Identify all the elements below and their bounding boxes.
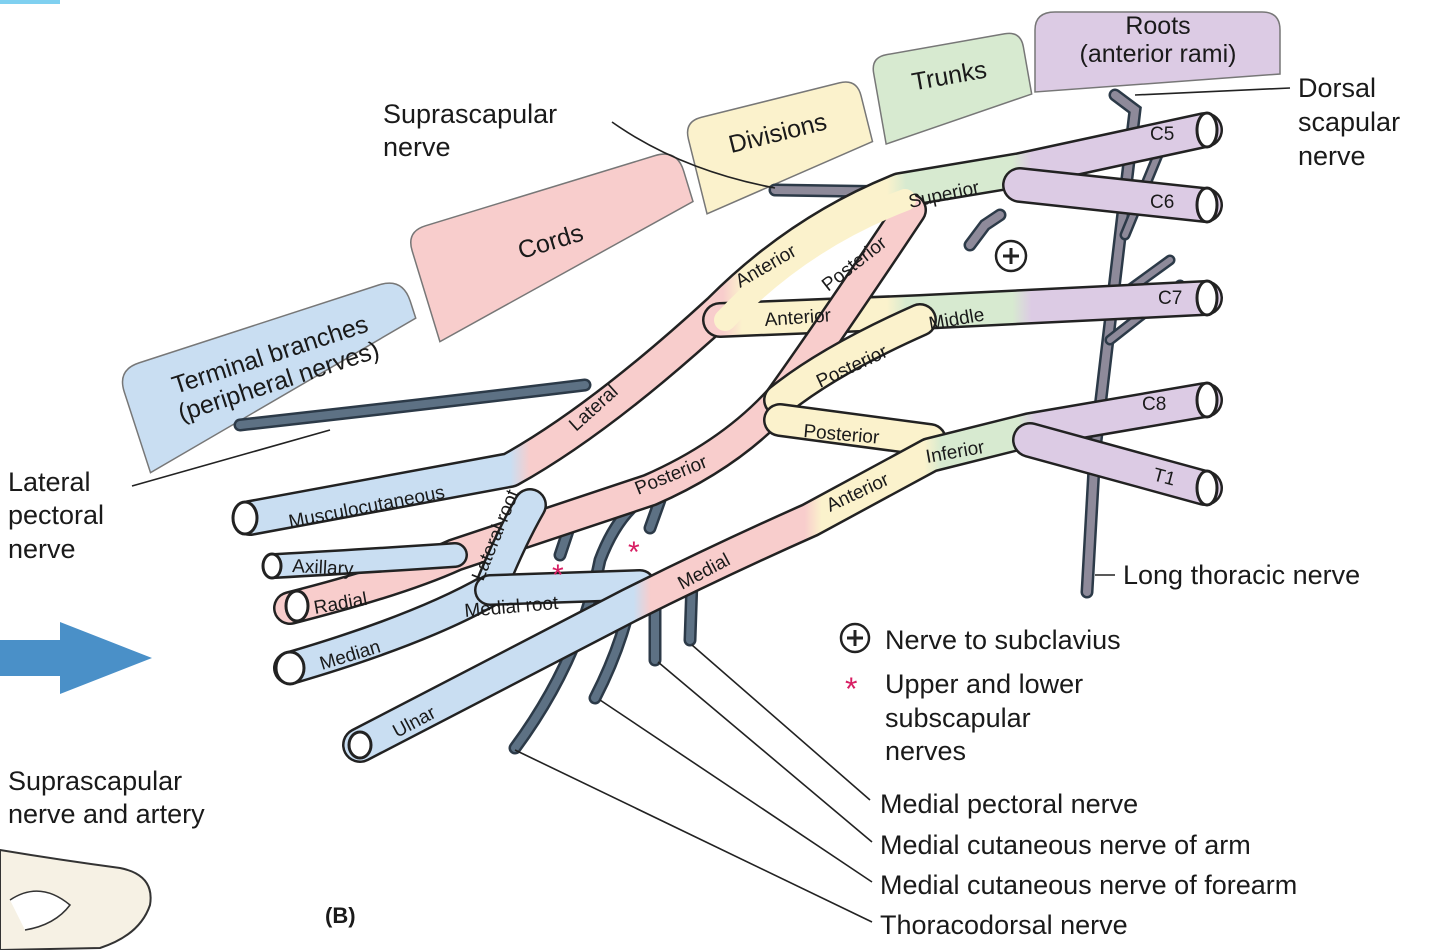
svg-text:Suprascapular: Suprascapular [383, 99, 557, 129]
legend-subclavius: Nerve to subclavius [885, 625, 1121, 655]
subscapular-markers: * * [552, 536, 640, 592]
root-c6: C6 [1150, 192, 1174, 213]
svg-text:scapular: scapular [1298, 107, 1400, 137]
lateral-pectoral-label: Lateral pectoral nerve [8, 467, 104, 564]
root-c7: C7 [1158, 288, 1182, 309]
label-thoracodorsal: Thoracodorsal nerve [880, 910, 1128, 940]
header-roots: Roots (anterior rami) [1034, 11, 1281, 93]
figure-label: (B) [325, 903, 356, 928]
pointer-arrow-icon [0, 622, 152, 694]
leader-lines [131, 87, 1291, 923]
header-roots-line1: Roots [1125, 12, 1190, 40]
svg-text:Lateral: Lateral [8, 467, 91, 497]
legend-subscapular-line1: Upper and lower [885, 669, 1083, 699]
header-roots-line2: (anterior rami) [1080, 40, 1237, 68]
div-anterior-middle: Anterior [764, 305, 833, 331]
legend-subscapular-line2: subscapular [885, 703, 1031, 733]
legend: Nerve to subclavius * Upper and lower su… [839, 622, 1121, 766]
bottom-labels: Medial pectoral nerve Medial cutaneous n… [880, 789, 1297, 940]
dorsal-scapular-label: Dorsal scapular nerve [1298, 73, 1400, 171]
header-cords: Cords [410, 153, 694, 343]
star-icon: * [845, 671, 857, 707]
header-divisions: Divisions [686, 81, 874, 215]
corner-accent [0, 0, 60, 4]
legend-subscapular-line3: nerves [885, 736, 966, 766]
svg-text:Suprascapular: Suprascapular [8, 766, 182, 796]
star-icon: * [628, 536, 640, 569]
header-terminal: Terminal branches (peripheral nerves) [121, 282, 417, 474]
svg-text:nerve: nerve [8, 534, 76, 564]
suprascapular-label: Suprascapular nerve [383, 99, 557, 162]
long-thoracic-label: Long thoracic nerve [1123, 560, 1360, 590]
subclavius-marker [994, 239, 1028, 273]
svg-text:pectoral: pectoral [8, 500, 104, 530]
label-medial-cutaneous-forearm: Medial cutaneous nerve of forearm [880, 870, 1297, 900]
root-c8: C8 [1142, 394, 1166, 415]
tube-caps [231, 111, 1219, 760]
label-medial-cutaneous-arm: Medial cutaneous nerve of arm [880, 830, 1251, 860]
svg-text:Dorsal: Dorsal [1298, 73, 1376, 103]
root-labels: C5 C6 C7 C8 T1 [1142, 124, 1182, 491]
plexus-tubes [232, 112, 1223, 763]
svg-text:nerve and artery: nerve and artery [8, 799, 205, 829]
label-medial-pectoral: Medial pectoral nerve [880, 789, 1138, 819]
header-trunks: Trunks [872, 32, 1033, 146]
suprascapular-artery-label: Suprascapular nerve and artery [8, 766, 205, 829]
cord-labels: Lateral Posterior Medial [565, 381, 733, 594]
bone-illustration [0, 848, 152, 950]
svg-text:nerve: nerve [1298, 141, 1366, 171]
svg-text:nerve: nerve [383, 132, 451, 162]
root-c5: C5 [1150, 124, 1174, 145]
star-icon: * [552, 559, 564, 592]
terminal-axillary: Axillary [292, 556, 355, 580]
